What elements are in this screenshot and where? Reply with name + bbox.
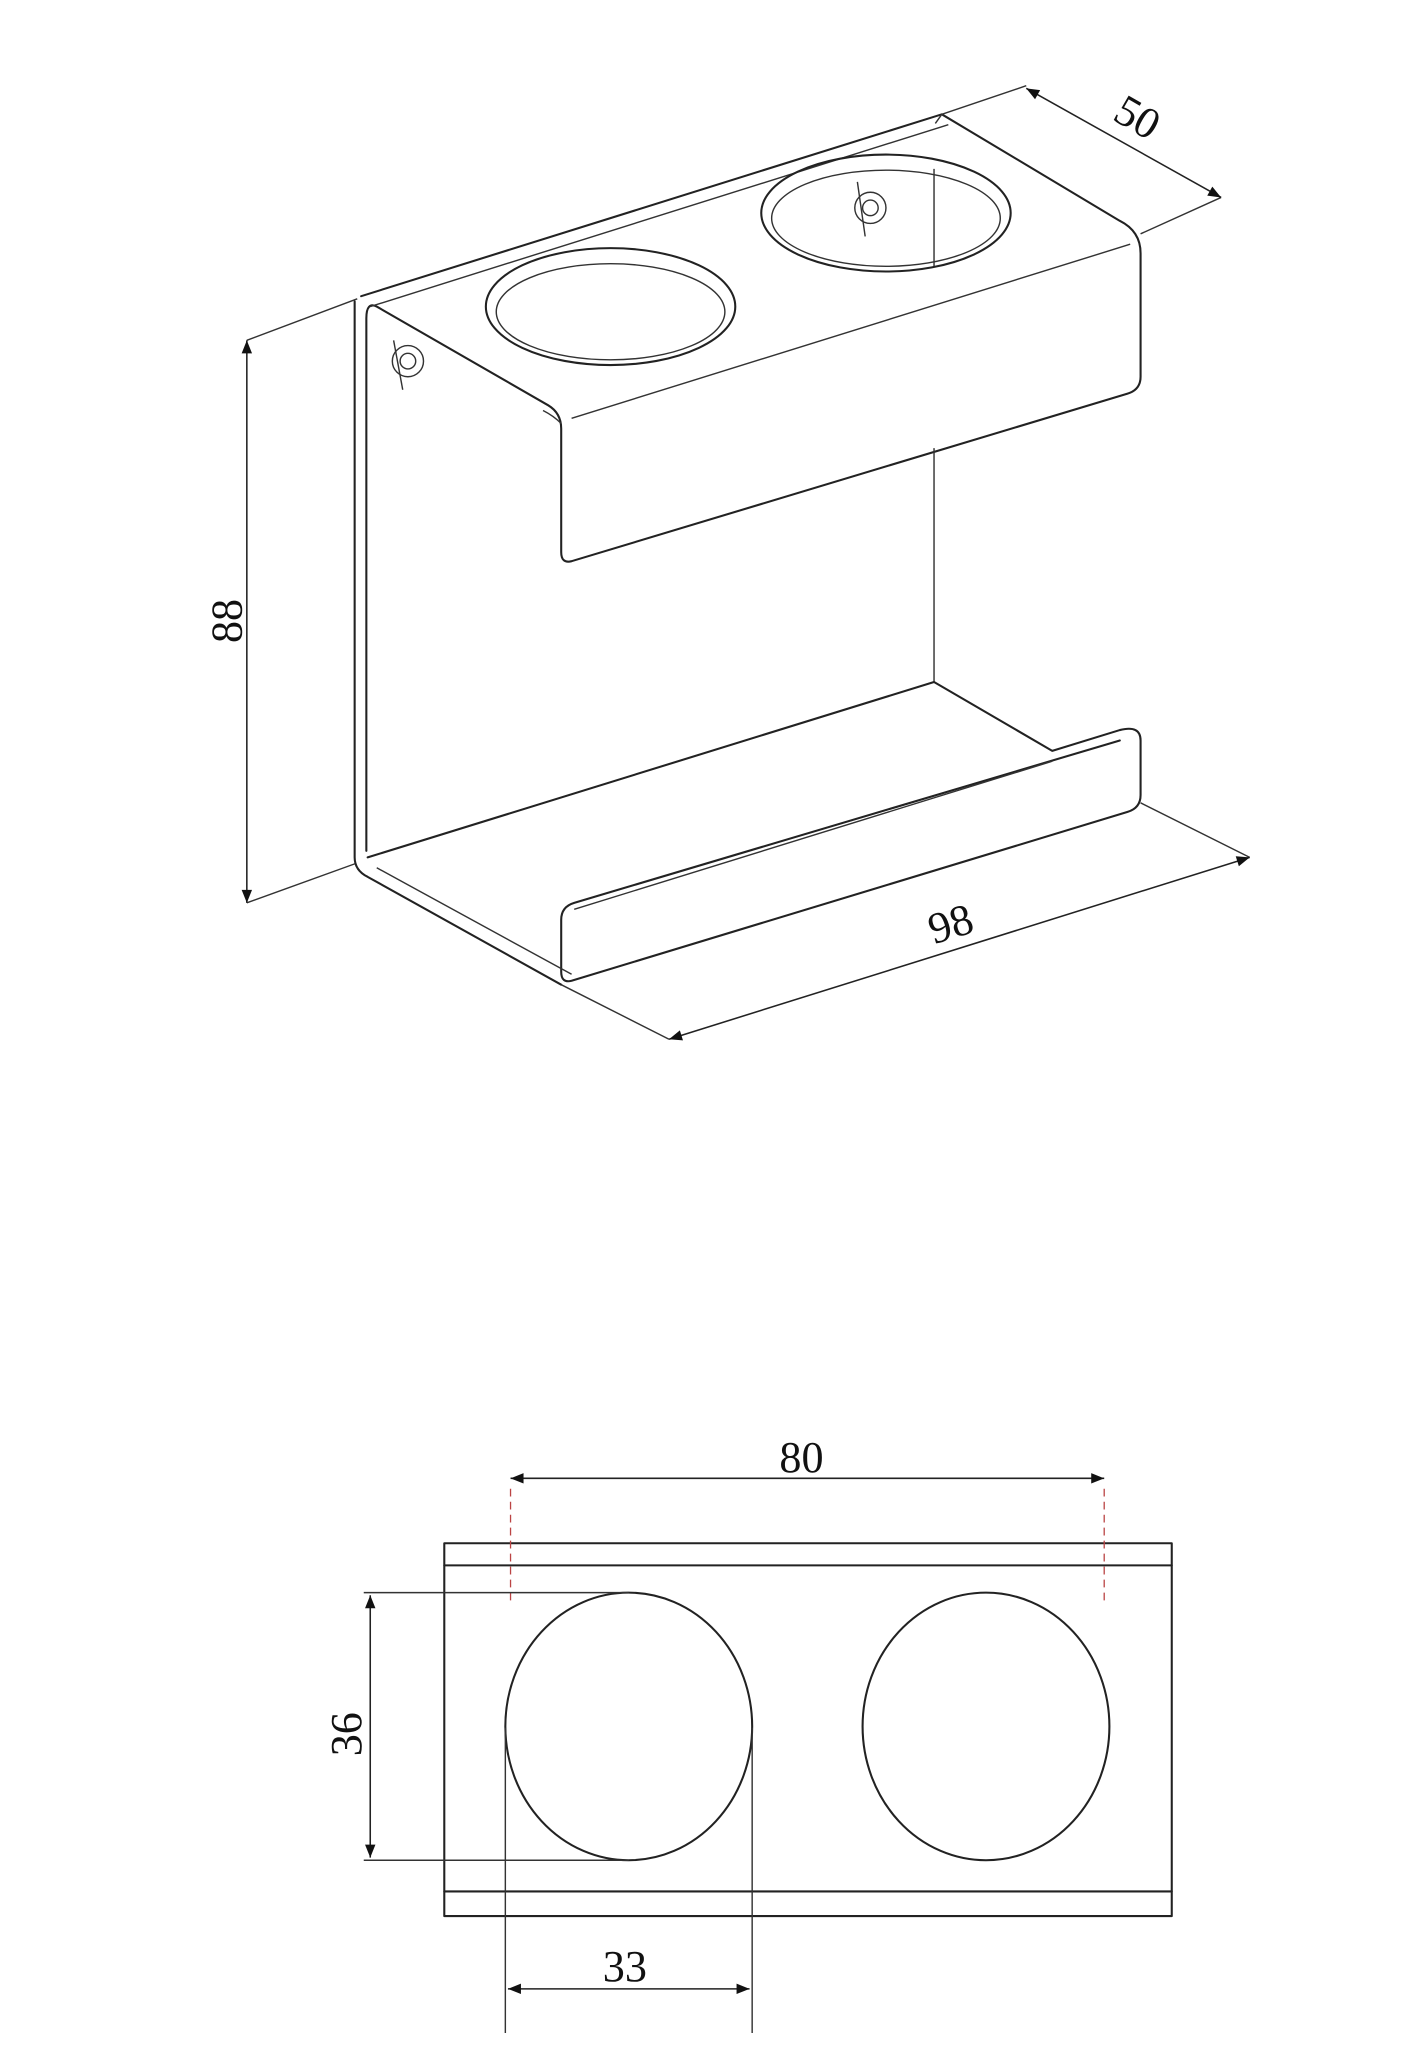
hole-left — [484, 247, 737, 367]
hole-right — [760, 153, 1012, 273]
dim-hole-height: 36 — [322, 1712, 371, 1756]
isometric-view: 50 88 98 — [203, 85, 1251, 1041]
plate-outline — [443, 1542, 1173, 1918]
dim-height: 88 — [203, 599, 252, 643]
top-view: 80 36 33 — [322, 1433, 1173, 2034]
bottom-shelf — [366, 680, 1142, 983]
dim-hole-width: 33 — [603, 1942, 647, 1991]
hole-left — [504, 1591, 754, 1862]
dim-hole-spacing: 80 — [779, 1433, 823, 1482]
top-shelf — [360, 113, 1142, 852]
back-plate — [353, 300, 563, 986]
hole-right — [861, 1591, 1111, 1862]
screw-icon — [391, 181, 887, 390]
dim-depth: 50 — [1106, 85, 1169, 150]
